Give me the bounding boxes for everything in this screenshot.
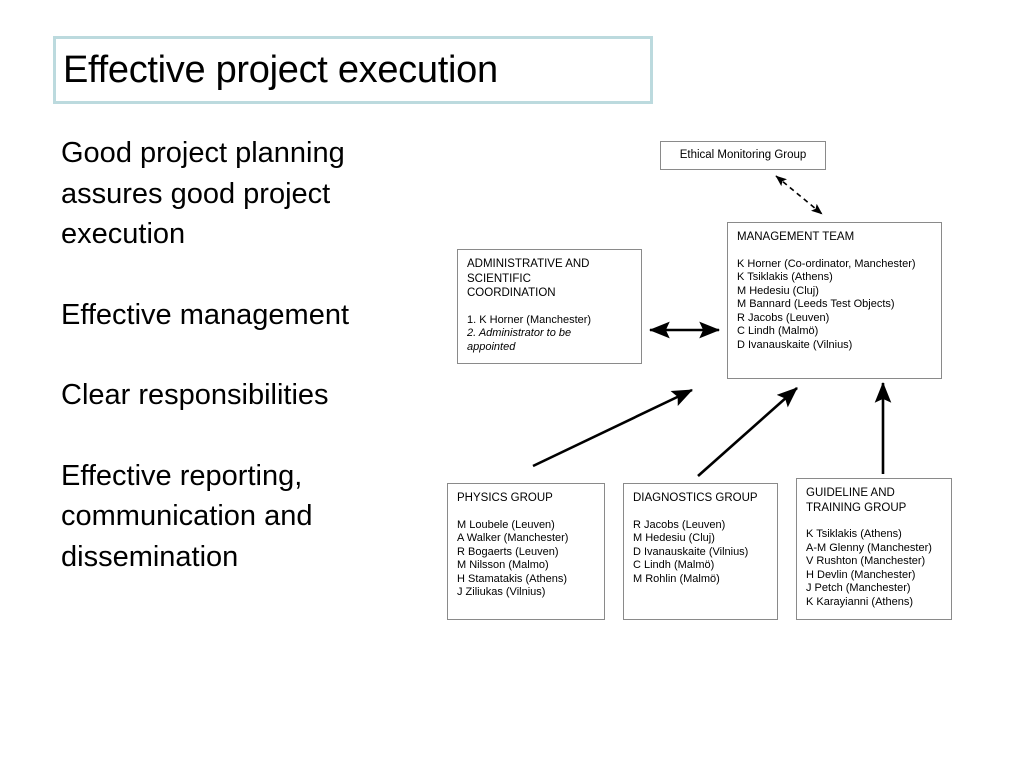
member-row: A Walker (Manchester)	[457, 532, 569, 545]
box-diagnostics-group[interactable]: DIAGNOSTICS GROUP R Jacobs (Leuven) M He…	[623, 483, 778, 620]
connector-ethical-management	[775, 175, 823, 215]
member-row: 2. Administrator to be	[467, 327, 572, 340]
member-row: C Lindh (Malmö)	[633, 559, 715, 572]
member-row: appointed	[467, 340, 516, 353]
member-row: R Bogaerts (Leuven)	[457, 545, 559, 558]
member-row: D Ivanauskaite (Vilnius)	[737, 339, 853, 352]
member-row: V Rushton (Manchester)	[806, 555, 926, 568]
left-paragraph-4: Effective reporting, communication and d…	[61, 459, 313, 573]
member-row: M Hedesiu (Cluj)	[737, 284, 819, 297]
box-physics-group[interactable]: PHYSICS GROUP M Loubele (Leuven) A Walke…	[447, 483, 605, 620]
member-row: R Jacobs (Leuven)	[737, 311, 830, 324]
member-row: K Horner (Co-ordinator, Manchester)	[737, 257, 916, 270]
connector-physics-management	[532, 388, 693, 468]
box-guideline-training-group[interactable]: GUIDELINE AND TRAINING GROUP K Tsiklakis…	[796, 478, 952, 620]
box-admin-members: 1. K Horner (Manchester) 2. Administrato…	[467, 314, 632, 355]
box-management-team[interactable]: MANAGEMENT TEAM K Horner (Co-ordinator, …	[727, 222, 942, 379]
member-row: K Tsiklakis (Athens)	[806, 528, 902, 540]
box-physics-members: M Loubele (Leuven) A Walker (Manchester)…	[457, 519, 595, 601]
member-row: 1. K Horner (Manchester)	[467, 313, 592, 326]
member-row: R Jacobs (Leuven)	[633, 518, 726, 531]
left-paragraph-3: Clear responsibilities	[61, 379, 329, 411]
left-text-block: Good project planning assures good proje…	[61, 133, 451, 577]
box-guideline-members: K Tsiklakis (Athens) A-M Glenny (Manches…	[806, 528, 942, 610]
member-row: K Tsiklakis (Athens)	[737, 271, 833, 284]
box-diagnostics-members: R Jacobs (Leuven) M Hedesiu (Cluj) D Iva…	[633, 519, 768, 587]
box-administrative-scientific-coordination[interactable]: ADMINISTRATIVE AND SCIENTIFIC COORDINATI…	[457, 249, 642, 364]
title-frame	[53, 36, 653, 104]
member-row: D Ivanauskaite (Vilnius)	[633, 545, 749, 558]
box-management-members: K Horner (Co-ordinator, Manchester) K Ts…	[737, 258, 932, 353]
member-row: M Bannard (Leeds Test Objects)	[737, 298, 895, 311]
left-paragraph-2: Effective management	[61, 298, 350, 331]
box-ethical-monitoring-group[interactable]: Ethical Monitoring Group	[660, 141, 826, 170]
connector-diagnostics-management	[697, 387, 798, 477]
member-row: M Rohlin (Malmö)	[633, 572, 720, 585]
member-row: J Ziliukas (Vilnius)	[457, 586, 546, 599]
left-paragraph-1: Good project planning assures good proje…	[61, 137, 345, 250]
member-row: J Petch (Manchester)	[806, 582, 911, 595]
box-admin-heading: ADMINISTRATIVE AND SCIENTIFIC COORDINATI…	[467, 258, 590, 299]
box-physics-heading: PHYSICS GROUP	[457, 492, 553, 504]
member-row: M Hedesiu (Cluj)	[633, 532, 715, 545]
member-row: M Nilsson (Malmo)	[457, 559, 549, 572]
box-diagnostics-heading: DIAGNOSTICS GROUP	[633, 492, 758, 504]
member-row: K Karayianni (Athens)	[806, 595, 913, 608]
member-row: H Stamatakis (Athens)	[457, 572, 568, 585]
box-ethical-heading: Ethical Monitoring Group	[679, 149, 807, 161]
member-row: M Loubele (Leuven)	[457, 518, 555, 531]
box-management-heading: MANAGEMENT TEAM	[737, 231, 855, 243]
box-guideline-heading: GUIDELINE AND TRAINING GROUP	[806, 487, 907, 514]
member-row: A-M Glenny (Manchester)	[806, 541, 932, 554]
member-row: C Lindh (Malmö)	[737, 325, 819, 338]
page-title: Effective project execution	[63, 49, 498, 91]
member-row: H Devlin (Manchester)	[806, 568, 916, 581]
